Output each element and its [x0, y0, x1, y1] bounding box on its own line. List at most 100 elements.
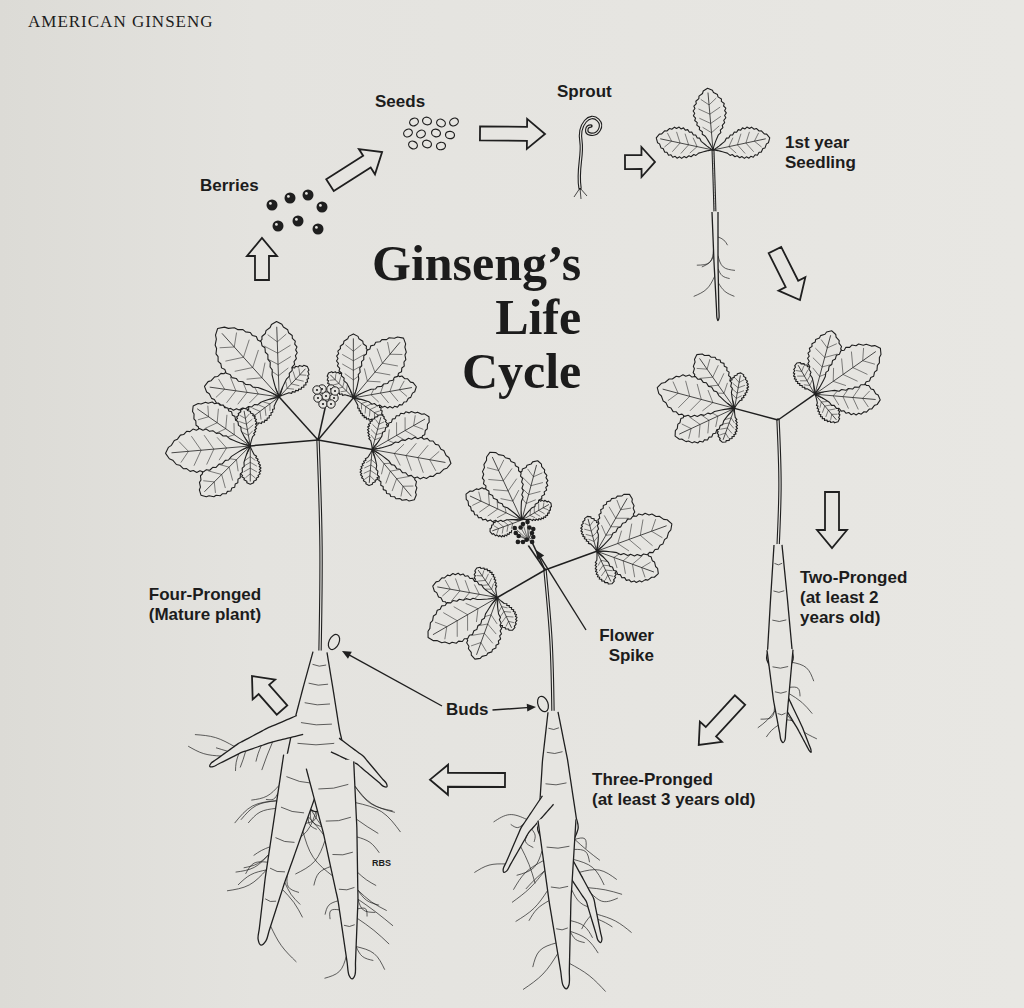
- leaf-vein: [689, 429, 692, 439]
- leaf-vein: [445, 580, 450, 589]
- leader-line: [493, 707, 531, 710]
- leaf-vein: [736, 396, 741, 399]
- leaf-vein: [397, 476, 410, 478]
- root-hair: [244, 855, 269, 868]
- root-hair: [494, 815, 527, 822]
- leaf-vein: [699, 118, 710, 123]
- leaf-vein: [229, 467, 233, 480]
- root-hair: [248, 808, 275, 823]
- leaf-vein: [802, 366, 804, 371]
- leaf-vein: [346, 385, 348, 391]
- root-hair: [516, 890, 548, 921]
- leaf-vein: [406, 443, 416, 455]
- leaf-vein: [486, 589, 492, 590]
- leaf-vein: [618, 544, 629, 551]
- leaf-vein: [709, 98, 716, 105]
- leaf-vein: [286, 382, 287, 389]
- leaf-vein: [244, 468, 251, 472]
- stage-name: Two-Pronged: [800, 568, 925, 588]
- leaf-midrib: [522, 465, 537, 520]
- leaf-vein: [375, 372, 390, 375]
- root-hair: [575, 839, 600, 860]
- leaf-vein: [253, 350, 259, 368]
- leaf-vein: [693, 138, 697, 147]
- leaf-vein: [466, 603, 478, 608]
- flower-stalk: [528, 545, 545, 570]
- leaf-vein: [746, 132, 750, 143]
- root-hair: [262, 742, 273, 770]
- leaf-vein: [616, 518, 629, 519]
- leaf-vein: [668, 393, 678, 401]
- stem: [318, 440, 321, 652]
- root-hair: [240, 751, 246, 768]
- flower: [525, 520, 530, 525]
- leaf-vein: [479, 492, 481, 502]
- prong-stalk: [279, 397, 318, 440]
- root-hair: [570, 921, 592, 938]
- leaf-vein: [382, 363, 397, 366]
- leaf-vein: [863, 398, 869, 407]
- berry-cluster: [331, 387, 339, 395]
- leaf-vein: [737, 145, 745, 154]
- root-hair: [569, 963, 605, 991]
- leaf-midrib: [369, 450, 372, 483]
- prong-stalk: [318, 398, 353, 440]
- prong-stalk: [735, 408, 778, 420]
- leaf-vein: [538, 504, 539, 511]
- seed: [448, 117, 459, 128]
- leaf-vein: [685, 134, 689, 145]
- leaf-vein: [339, 377, 341, 384]
- leaf-vein: [250, 468, 257, 472]
- root-fill: [537, 816, 577, 988]
- root-hair: [580, 188, 587, 196]
- leaf-vein: [235, 367, 253, 371]
- root-hair: [266, 793, 278, 800]
- leaf-vein: [388, 429, 389, 440]
- leaf-vein: [260, 411, 261, 419]
- leaf-vein: [361, 404, 362, 410]
- leaf-vein: [853, 398, 859, 410]
- leaf-vein: [591, 526, 596, 531]
- prong-stalk: [318, 440, 372, 450]
- leaf-midrib: [815, 394, 876, 399]
- root-hair: [358, 890, 379, 905]
- leaf-vein: [701, 99, 709, 105]
- leaf-vein: [815, 348, 824, 357]
- leaf-vein: [702, 403, 713, 411]
- leaf-vein: [392, 479, 397, 491]
- three-year-root: [474, 711, 631, 992]
- leaf-vein: [484, 633, 493, 643]
- root-ring: [265, 899, 276, 902]
- leaf-vein: [370, 407, 376, 410]
- root-hair: [285, 882, 300, 904]
- leaf-vein: [243, 340, 249, 358]
- root-ring: [773, 667, 789, 669]
- leaf-vein: [590, 521, 593, 526]
- root-hair: [358, 890, 387, 911]
- stage-age: (Mature plant): [135, 605, 275, 625]
- berry-highlight: [287, 195, 290, 198]
- root-ring: [309, 683, 328, 685]
- leaf-vein: [822, 406, 824, 413]
- leaf-vein: [377, 348, 382, 363]
- berry: [313, 224, 324, 235]
- leaf-vein: [457, 621, 458, 637]
- leaf-vein: [529, 491, 541, 494]
- leaf-vein: [246, 474, 251, 478]
- leaf-vein: [366, 460, 371, 463]
- root-hair: [295, 841, 325, 875]
- leaf-vein: [699, 424, 700, 437]
- flower: [530, 540, 535, 545]
- root-hair: [718, 237, 728, 245]
- root-ring: [305, 703, 330, 705]
- leaf-vein: [739, 380, 744, 383]
- leader-arrowhead: [527, 704, 536, 712]
- leaf-midrib: [172, 446, 251, 453]
- root-hair: [588, 888, 622, 895]
- leaf-vein: [298, 368, 300, 375]
- root-hair: [523, 954, 558, 990]
- life-stage: Two-Pronged(at least 2 years old): [740, 300, 940, 750]
- leaf-vein: [832, 414, 838, 415]
- leaf-midrib: [713, 139, 766, 150]
